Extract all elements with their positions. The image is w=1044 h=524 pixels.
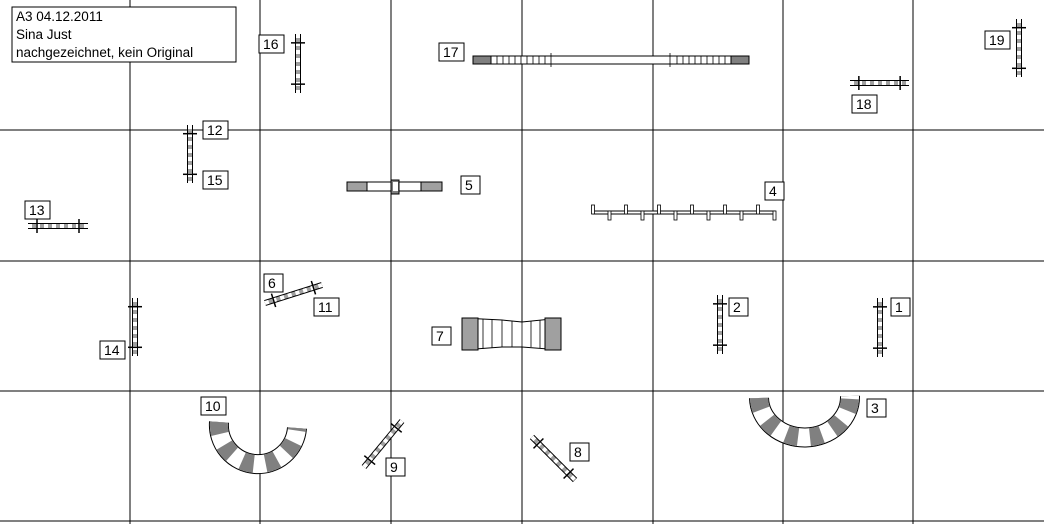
jump-14 [128,298,142,356]
obstacle-number-4: 4 [764,181,785,201]
obstacle-number-text: 15 [207,172,223,188]
obstacle-number-text: 18 [856,96,872,112]
obstacle-number-19: 19 [984,30,1011,50]
obstacle-number-text: 4 [769,183,777,199]
obstacle-number-text: 17 [443,44,459,60]
obstacle-number-3: 3 [866,398,887,418]
obstacle-number-text: 10 [205,398,221,414]
obstacle-number-text: 3 [871,400,879,416]
obstacle-number-12: 12 [202,120,229,140]
obstacle-number-text: 6 [268,275,276,291]
obstacle-number-text: 13 [29,202,45,218]
obstacle-number-text: 12 [207,122,223,138]
jump-8 [529,434,578,483]
obstacle-number-14: 14 [99,340,126,360]
info-box: A3 04.12.2011 Sina Just nachgezeichnet, … [11,6,237,63]
jump-2 [713,295,727,354]
obstacle-number-17: 17 [438,42,465,62]
obstacle-number-text: 19 [989,32,1005,48]
seesaw [346,179,443,195]
obstacle-number-7: 7 [431,326,452,346]
info-note: nachgezeichnet, kein Original [16,45,193,60]
obstacle-number-text: 8 [574,444,582,460]
jump-13 [28,219,88,233]
obstacle-number-8: 8 [569,442,590,462]
obstacle-number-5: 5 [460,175,481,195]
obstacle-number-text: 11 [318,299,333,315]
jump-18 [850,76,909,90]
obstacle-number-15: 15 [202,170,229,190]
obstacle-number-10: 10 [200,396,227,416]
jump-16 [291,34,305,93]
jump-6-11 [264,280,323,308]
obstacle-number-text: 5 [465,177,473,193]
tunnel-10 [208,421,307,475]
obstacle-number-text: 1 [895,299,903,315]
a-frame [461,317,562,351]
tunnel-3 [749,395,860,448]
jump-1 [873,298,887,357]
obstacle-number-text: 16 [263,36,279,52]
obstacle-number-11: 11 [313,297,340,317]
obstacle-number-6: 6 [263,273,284,293]
obstacle-number-13: 13 [24,200,51,220]
info-date: A3 04.12.2011 [16,9,103,24]
obstacle-number-2: 2 [728,297,749,317]
obstacle-number-text: 9 [390,459,398,475]
obstacle-number-text: 7 [436,328,444,344]
jump-19 [1012,19,1026,77]
obstacle-number-9: 9 [385,457,406,477]
obstacle-number-18: 18 [851,94,878,114]
info-author: Sina Just [16,27,72,42]
obstacle-number-1: 1 [890,297,911,317]
jump-12-15 [183,125,197,183]
dog-walk [472,53,750,67]
weave-poles [591,204,777,221]
obstacle-number-text: 14 [104,342,120,358]
obstacle-number-16: 16 [258,34,285,54]
jump-9 [361,419,405,469]
obstacle-number-text: 2 [733,299,741,315]
